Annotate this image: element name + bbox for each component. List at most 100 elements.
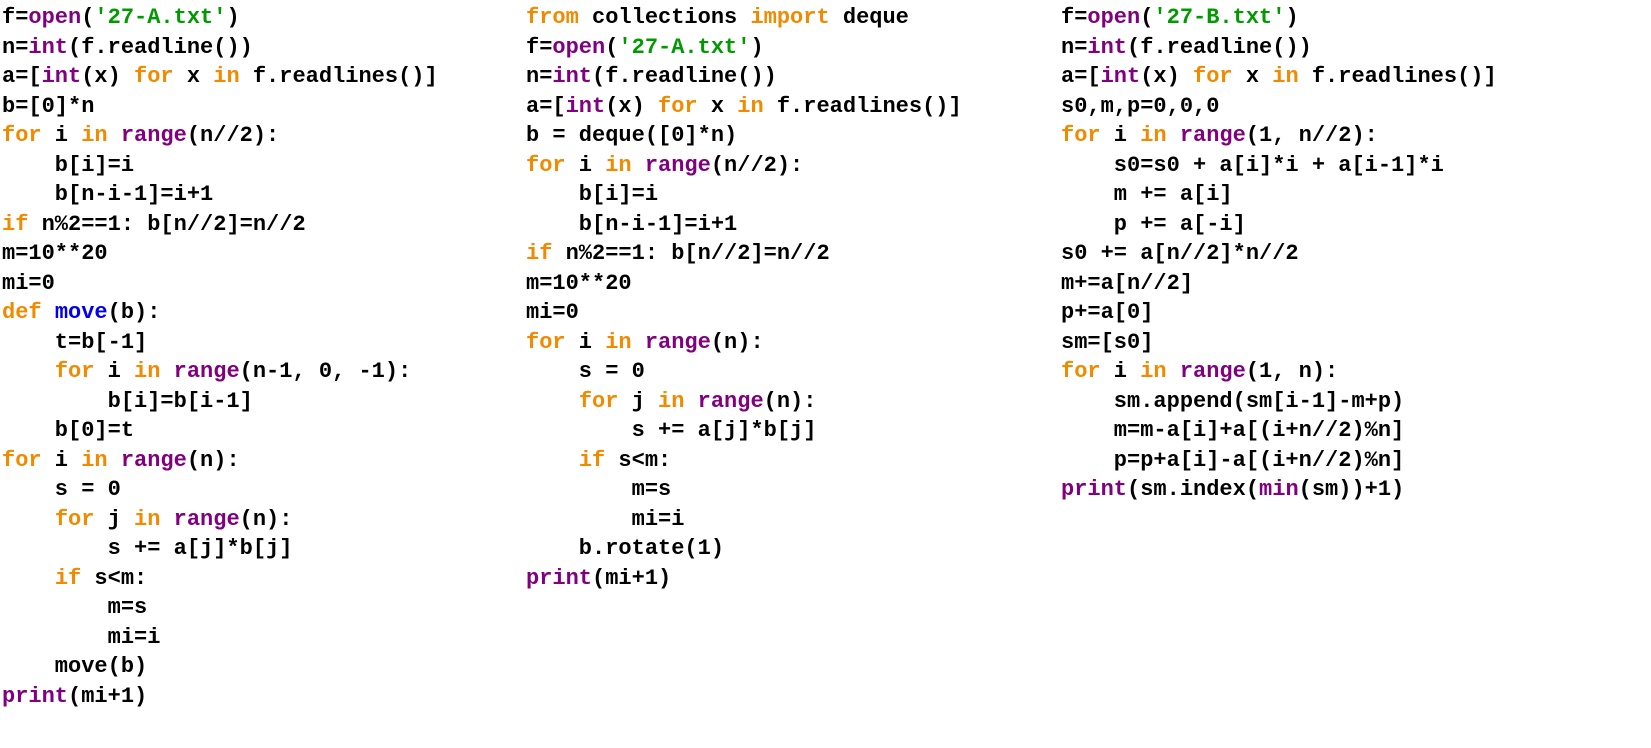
code-token: mi=i [526,506,685,532]
builtin-token: print [2,683,69,709]
code-token: f.readlines()] [239,64,438,89]
keyword-token: in [737,93,764,119]
code-line: for j in range(n): [2,505,438,535]
code-line: f=open('27-B.txt') [1061,3,1497,33]
code-line: for i in range(n): [2,446,438,476]
code-token: b[i]=i [526,182,659,207]
code-line: b = deque([0]*n) [526,121,962,151]
keyword-token: for [1193,64,1233,89]
code-token [632,330,645,355]
keyword-token: in [134,359,161,384]
code-token: (f.readline()) [1127,34,1312,60]
code-token [2,566,55,591]
builtin-token: open [1087,5,1141,30]
code-token: ) [226,5,240,30]
code-token: m=m-a[i]+a[(i+n//2)%n] [1061,418,1405,443]
code-line: s = 0 [526,357,962,387]
code-token: j [94,506,135,532]
code-token [160,359,173,384]
code-token: (f.readline()) [592,64,777,89]
code-line: n=int(f.readline()) [2,33,438,63]
code-line: print(sm.index(min(sm))+1) [1061,475,1497,505]
builtin-token: range [697,388,764,414]
builtin-token: print [1061,477,1128,502]
code-line: print(mi+1) [2,682,438,712]
builtin-token: range [173,506,240,532]
keyword-token: if [526,241,553,266]
keyword-token: for [54,506,95,532]
code-line: t=b[-1] [2,328,438,358]
code-line: b=[0]*n [2,92,438,122]
keyword-token: for [134,64,174,89]
code-token: (sm.index( [1127,477,1260,502]
code-token: x [697,93,738,119]
builtin-token: range [173,359,240,384]
code-token: i [565,152,606,178]
builtin-token: int [41,64,82,89]
code-token: n%2==1: b[n//2]=n//2 [552,241,830,266]
keyword-token: in [134,506,161,532]
code-line: s = 0 [2,475,438,505]
builtin-token: range [644,329,711,355]
keyword-token: def [2,300,42,325]
code-line: n=int(f.readline()) [526,62,962,92]
code-token: (b): [107,300,161,325]
code-token: s0 += a[n//2]*n//2 [1061,241,1299,266]
code-token: i [1100,359,1141,384]
code-token: (sm))+1) [1298,477,1405,502]
keyword-token: in [81,447,108,473]
code-line: s0,m,p=0,0,0 [1061,92,1497,122]
code-line: for i in range(n//2): [2,121,438,151]
code-token [684,389,697,414]
code-line: m+=a[n//2] [1061,269,1497,299]
keyword-token: for [526,152,566,178]
code-token: b=[0]*n [2,93,95,119]
builtin-token: min [1259,477,1299,502]
code-line: m=m-a[i]+a[(i+n//2)%n] [1061,416,1497,446]
code-token: i [1100,123,1141,148]
code-block-bruteforce: f=open('27-A.txt')n=int(f.readline())a=[… [2,3,438,711]
builtin-token: int [1100,64,1141,89]
keyword-token: for [2,447,42,473]
string-token: '27-A.txt' [94,5,227,30]
code-line: sm.append(sm[i-1]-m+p) [1061,387,1497,417]
builtin-token: open [552,34,606,60]
keyword-token: in [1272,64,1299,89]
code-token: (1, n): [1245,359,1339,384]
code-token: ( [605,34,619,60]
code-token: p+=a[0] [1061,300,1154,325]
code-token: b[i]=i [2,152,135,178]
code-token: (n): [710,329,764,355]
code-line: sm=[s0] [1061,328,1497,358]
code-line: for i in range(n-1, 0, -1): [2,357,438,387]
code-token: (n//2): [710,152,804,178]
code-line: f=open('27-A.txt') [526,33,962,63]
code-line: move(b) [2,652,438,682]
keyword-token: in [1140,123,1167,148]
function-name-token: move [54,300,108,325]
code-line: m=10**20 [526,269,962,299]
code-token: m=s [526,477,672,502]
code-line: a=[int(x) for x in f.readlines()] [526,92,962,122]
keyword-token: in [605,329,632,355]
code-token: m=s [2,595,148,620]
keyword-token: for [2,123,42,148]
code-token: (n): [239,506,293,532]
code-token [632,153,645,178]
code-token: n= [1061,34,1088,60]
code-line: for i in range(n): [526,328,962,358]
keyword-token: in [1140,359,1167,384]
builtin-token: range [644,152,711,178]
code-line: f=open('27-A.txt') [2,3,438,33]
code-line: s0 += a[n//2]*n//2 [1061,239,1497,269]
keyword-token: for [526,329,566,355]
keyword-token: for [578,388,619,414]
code-token: m=10**20 [2,241,108,266]
code-token: (n//2): [186,123,280,148]
keyword-token: if [2,211,29,237]
code-line: s0=s0 + a[i]*i + a[i-1]*i [1061,151,1497,181]
code-token: s += a[j]*b[j] [526,418,817,443]
code-token: s = 0 [526,359,645,384]
code-token: collections [578,5,751,30]
keyword-token: if [54,565,82,591]
